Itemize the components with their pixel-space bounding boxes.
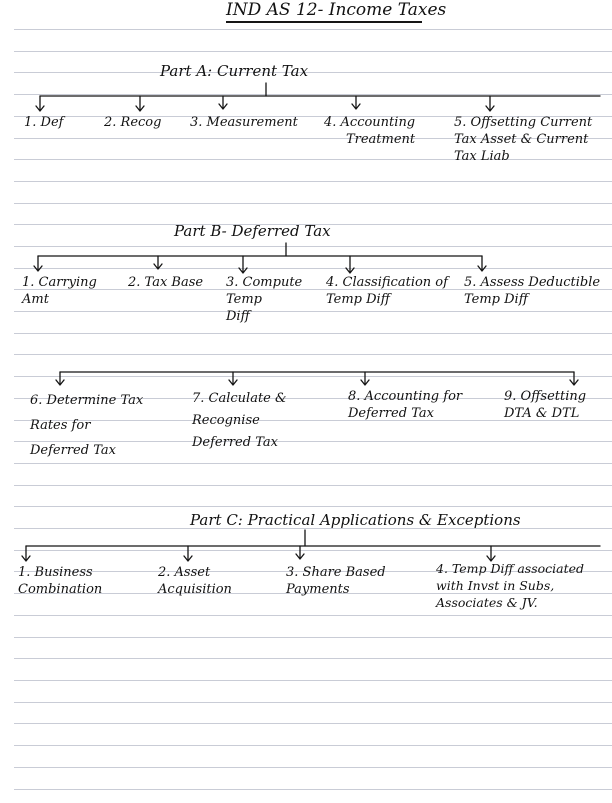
ruled-line <box>14 637 612 638</box>
ruled-line <box>14 181 612 182</box>
ruled-line <box>14 224 612 225</box>
ruled-line <box>14 593 612 594</box>
ruled-line <box>14 289 612 290</box>
ruled-line <box>14 376 612 377</box>
ruled-line <box>14 94 612 95</box>
ruled-line <box>14 463 612 464</box>
part-c-heading: Part C: Practical Applications & Excepti… <box>190 511 521 529</box>
ruled-line <box>14 789 612 790</box>
ruled-line <box>14 723 612 724</box>
part-c-item-4: 4. Temp Diff associated with Invst in Su… <box>436 561 585 610</box>
ruled-line <box>14 116 612 117</box>
part-b-item-9: 9. Offsetting DTA & DTL <box>504 389 587 421</box>
part-a-item-1: 1. Def <box>24 115 64 130</box>
part-a-item-3: 3. Measurement <box>190 115 298 130</box>
ruled-line <box>14 420 612 421</box>
arrow-head-icon <box>360 379 370 386</box>
ruled-line <box>14 29 612 30</box>
arrow-head-icon <box>477 265 487 272</box>
part-b-item-6: 6. Determine Tax Rates for Deferred Tax <box>30 393 144 458</box>
part-b-item-1: 1. Carrying Amt <box>22 275 97 307</box>
ruled-line <box>14 506 612 507</box>
arrow-head-icon <box>135 105 145 112</box>
part-b-item-3: 3. Compute Temp Diff <box>226 275 303 324</box>
ruled-line <box>14 203 612 204</box>
arrow-head-icon <box>153 263 163 270</box>
arrow-head-icon <box>486 555 496 562</box>
part-a-item-2: 2. Recog <box>104 115 162 130</box>
part-c-item-1: 1. Business Combination <box>18 565 103 597</box>
arrow-head-icon <box>55 379 65 386</box>
part-a-item-5: 5. Offsetting Current Tax Asset & Curren… <box>454 115 593 164</box>
part-a-heading: Part A: Current Tax <box>160 62 309 80</box>
ruled-line <box>14 333 612 334</box>
arrow-head-icon <box>183 555 193 562</box>
ruled-line <box>14 485 612 486</box>
ruled-line <box>14 268 612 269</box>
ruled-line <box>14 680 612 681</box>
ruled-line <box>14 159 612 160</box>
ruled-line <box>14 615 612 616</box>
arrow-head-icon <box>21 555 31 562</box>
title-underline <box>226 21 422 23</box>
ruled-line <box>14 550 612 551</box>
arrow-head-icon <box>238 267 248 274</box>
part-c-item-3: 3. Share Based Payments <box>286 565 386 597</box>
ruled-line <box>14 72 612 73</box>
arrow-head-icon <box>33 265 43 272</box>
ruled-line <box>14 767 612 768</box>
arrow-head-icon <box>485 105 495 112</box>
arrow-head-icon <box>351 103 361 110</box>
part-b-item-2: 2. Tax Base <box>128 275 204 290</box>
arrow-head-icon <box>218 103 228 110</box>
part-a-item-4: 4. Accounting Treatment <box>324 115 416 147</box>
part-b-item-7: 7. Calculate & Recognise Deferred Tax <box>192 391 287 450</box>
ruled-line <box>14 354 612 355</box>
ruled-line <box>14 246 612 247</box>
ruled-line <box>14 51 612 52</box>
page-title: IND AS 12- Income Taxes <box>226 0 447 20</box>
part-b-heading: Part B- Deferred Tax <box>174 222 331 240</box>
ruled-line <box>14 528 612 529</box>
part-b-item-5: 5. Assess Deductible Temp Diff <box>464 275 601 307</box>
arrow-head-icon <box>345 267 355 274</box>
ruled-line <box>14 658 612 659</box>
ruled-line <box>14 138 612 139</box>
arrow-head-icon <box>569 379 579 386</box>
arrow-head-icon <box>295 553 305 560</box>
arrow-head-icon <box>228 379 238 386</box>
ruled-line <box>14 398 612 399</box>
part-b-item-8: 8. Accounting for Deferred Tax <box>348 389 463 421</box>
arrow-head-icon <box>35 105 45 112</box>
part-c-item-2: 2. Asset Acquisition <box>158 565 232 597</box>
ruled-line <box>14 702 612 703</box>
ruled-line <box>14 311 612 312</box>
part-b-item-4: 4. Classification of Temp Diff <box>326 275 448 307</box>
ruled-line <box>14 441 612 442</box>
ruled-line <box>14 571 612 572</box>
ruled-line <box>14 745 612 746</box>
